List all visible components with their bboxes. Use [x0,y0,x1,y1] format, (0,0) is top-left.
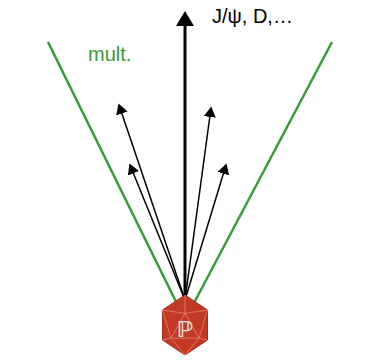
pomeron-symbol: ℙ [158,319,212,341]
heavy-flavour-arrow [184,14,187,318]
pomeron-icosahedron: ℙ [158,294,212,356]
multiplicity-cone-right [185,42,332,320]
multiplicity-label: mult. [88,44,131,64]
particle-label: J/ψ, D,… [212,6,293,26]
particle-track [185,165,226,300]
particle-track [119,105,185,300]
multiplicity-cone-left [48,42,185,320]
particle-track [130,165,185,300]
particle-track [185,108,211,300]
